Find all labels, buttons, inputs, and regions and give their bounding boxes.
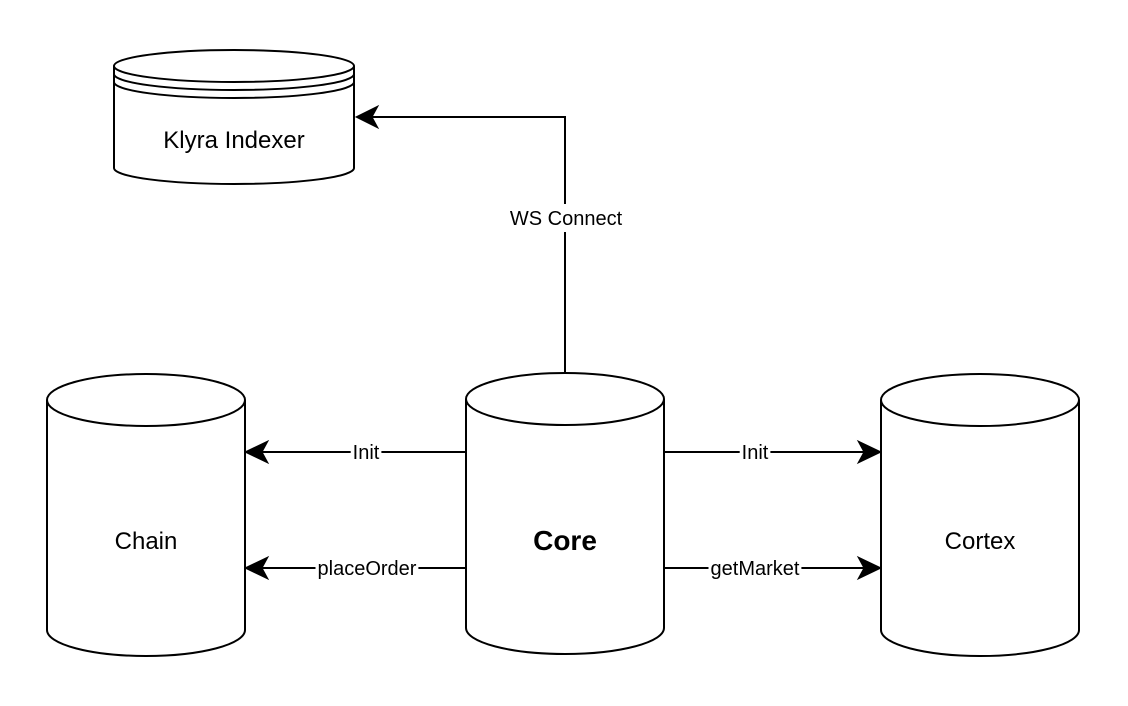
chain-init-arrowhead xyxy=(243,439,270,465)
place-order-label: placeOrder xyxy=(318,558,417,580)
place-order-arrowhead xyxy=(243,555,270,581)
node-chain[interactable]: Chain xyxy=(46,373,246,657)
get-market-label: getMarket xyxy=(711,558,800,580)
chain-init-label-bg xyxy=(350,439,382,465)
ws-connect-arrowhead xyxy=(354,104,380,130)
node-cortex[interactable]: Cortex xyxy=(880,373,1080,657)
indexer-rim-2 xyxy=(113,73,355,91)
indexer-rim-3 xyxy=(113,81,355,99)
edge-chain-init[interactable]: Init xyxy=(243,439,466,465)
ws-connect-line xyxy=(372,116,566,373)
chain-body xyxy=(46,373,246,657)
node-core[interactable]: Core xyxy=(465,372,665,655)
get-market-label-bg xyxy=(708,555,802,581)
chain-label: Chain xyxy=(115,528,178,555)
cortex-body xyxy=(880,373,1080,657)
edge-chain-place-order[interactable]: placeOrder xyxy=(243,555,466,581)
core-top-rim xyxy=(465,398,665,426)
ws-connect-label-bg xyxy=(507,204,625,232)
cortex-label: Cortex xyxy=(945,528,1016,555)
indexer-body xyxy=(113,49,355,185)
cortex-top-rim xyxy=(880,399,1080,427)
chain-top-rim xyxy=(46,399,246,427)
edge-ws-connect[interactable]: WS Connect xyxy=(354,104,625,373)
core-label: Core xyxy=(533,525,597,556)
cortex-init-label-bg xyxy=(739,439,771,465)
indexer-rim-1 xyxy=(113,65,355,83)
core-body xyxy=(465,372,665,655)
indexer-label: Klyra Indexer xyxy=(163,127,304,154)
get-market-arrowhead xyxy=(856,555,883,581)
place-order-label-bg xyxy=(315,555,419,581)
ws-connect-label: WS Connect xyxy=(510,208,623,230)
chain-init-label: Init xyxy=(353,442,380,464)
cortex-init-arrowhead xyxy=(856,439,883,465)
node-klyra-indexer[interactable]: Klyra Indexer xyxy=(113,49,355,185)
edge-cortex-get-market[interactable]: getMarket xyxy=(664,555,883,581)
cortex-init-label: Init xyxy=(742,442,769,464)
edge-cortex-init[interactable]: Init xyxy=(664,439,883,465)
